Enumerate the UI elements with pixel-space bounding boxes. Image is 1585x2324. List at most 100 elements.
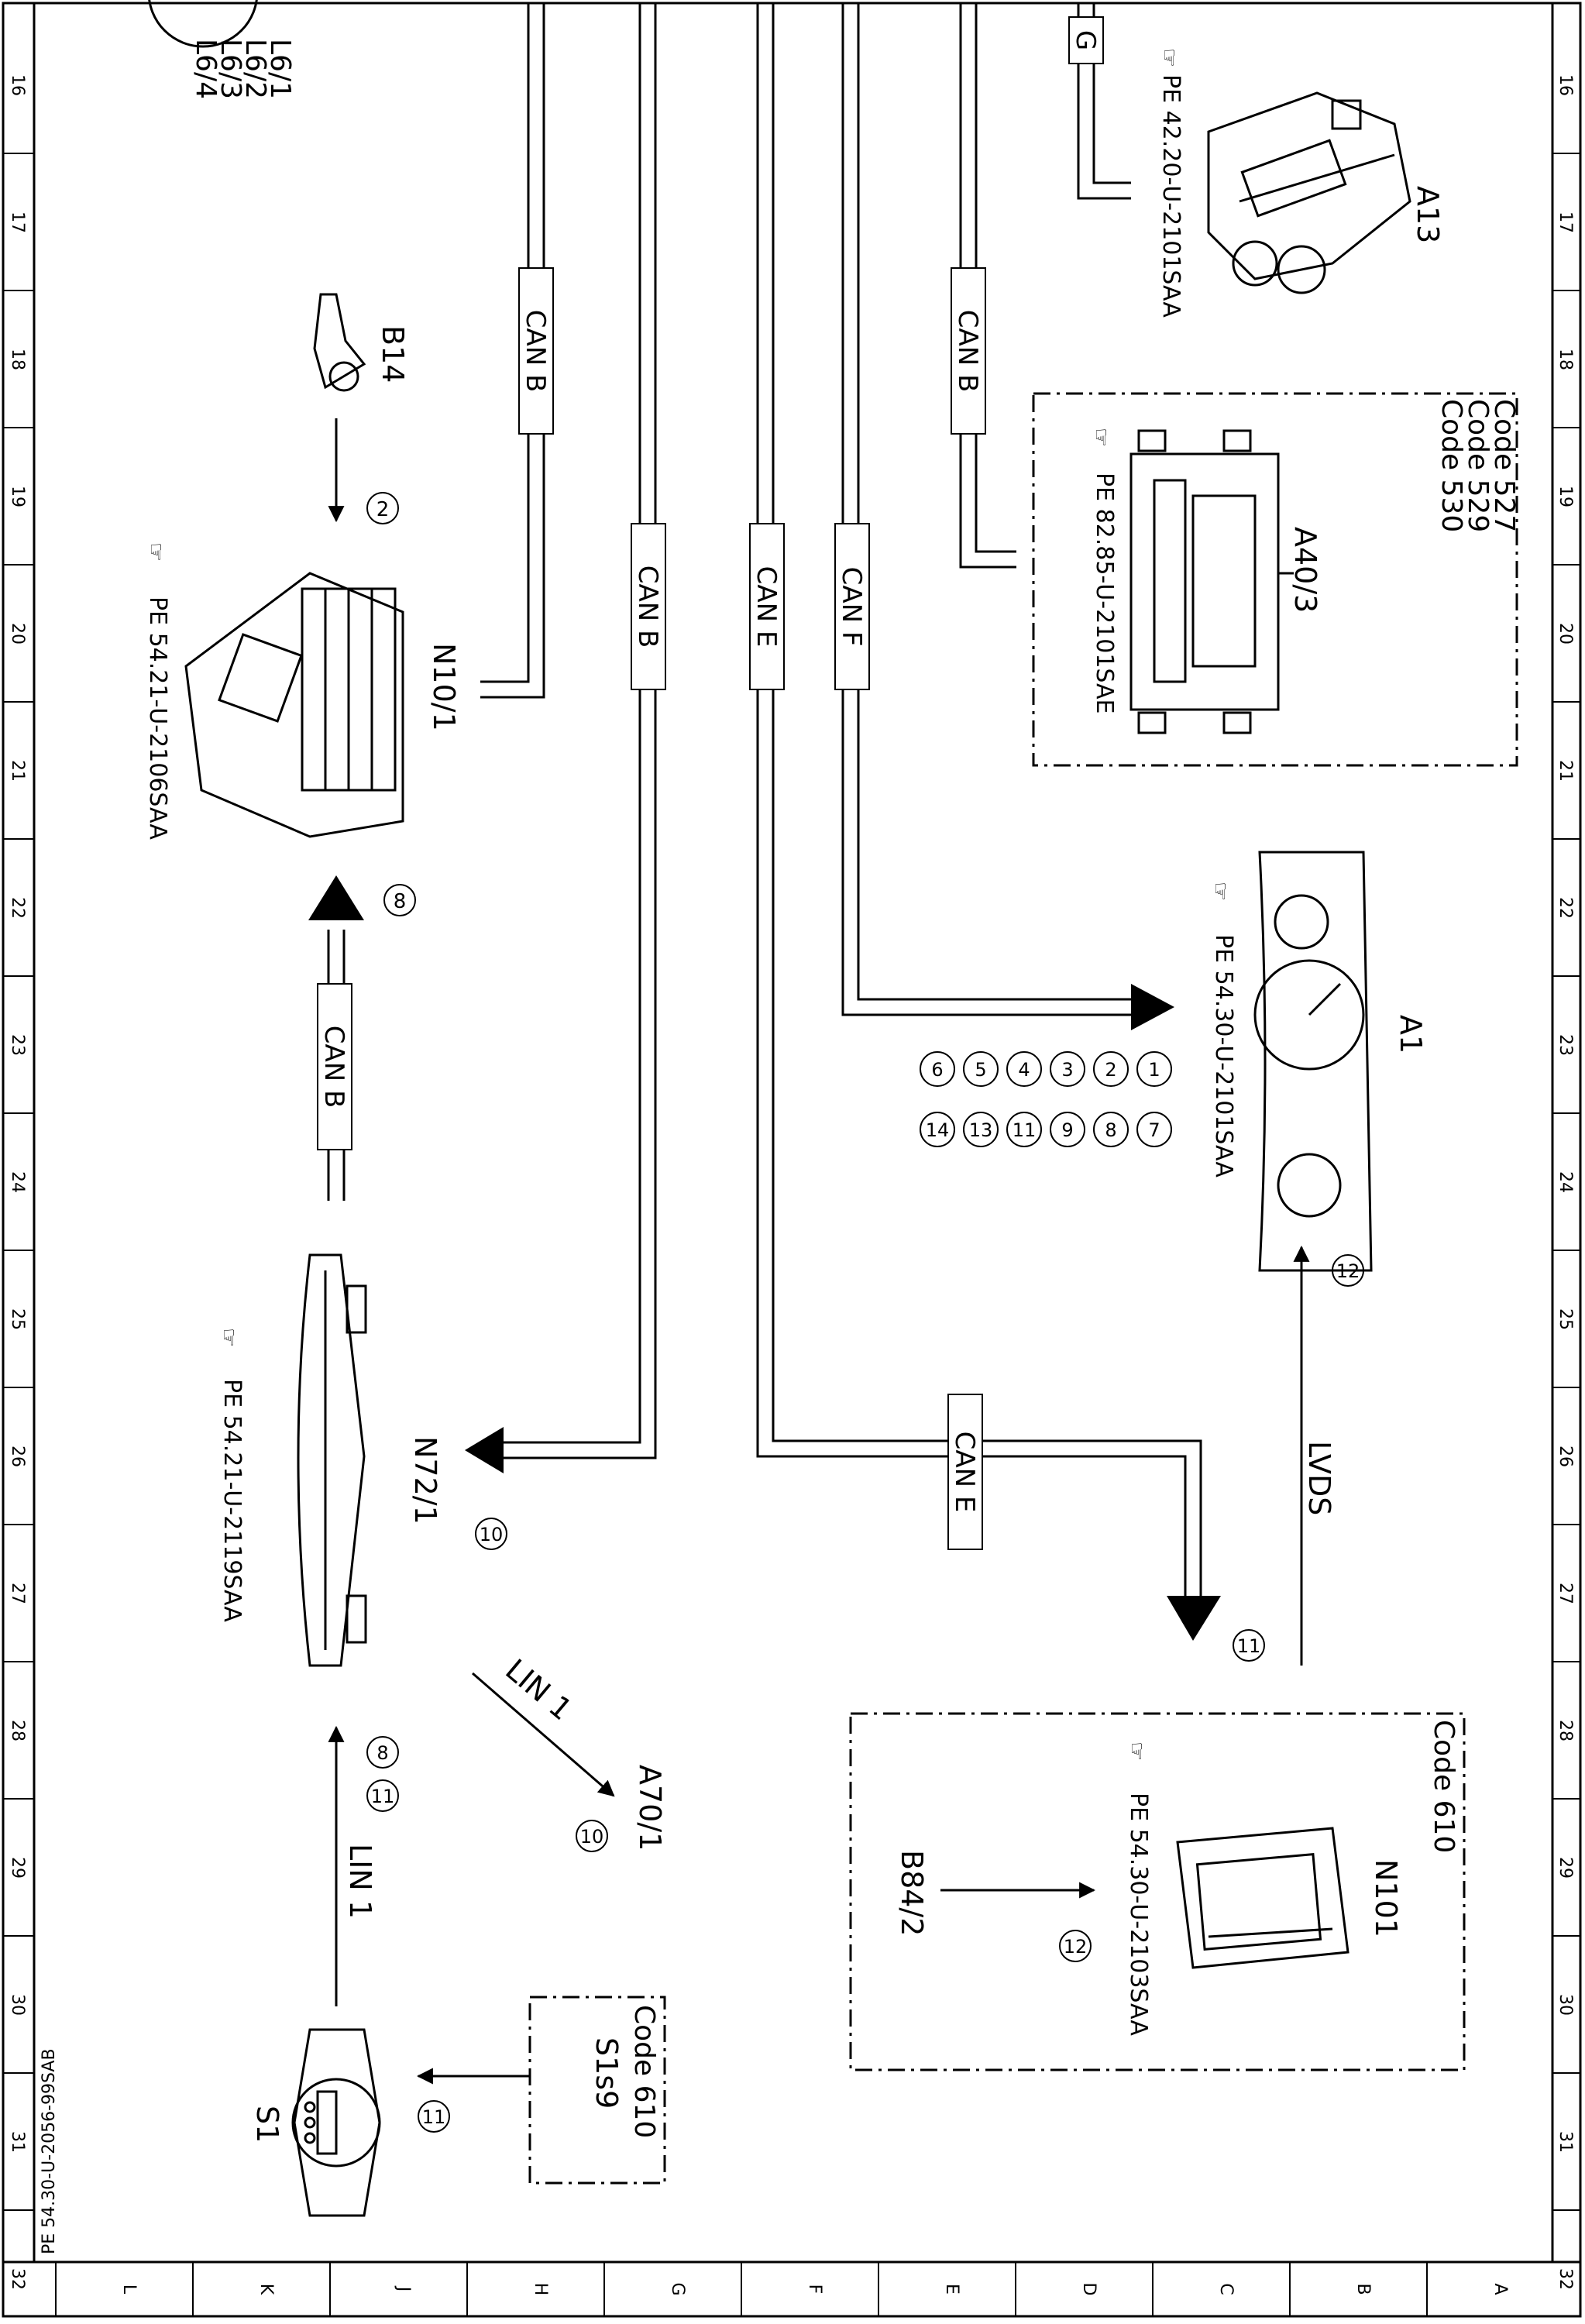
- row-number: 30: [1556, 1994, 1575, 2016]
- marker-lin-8-num: 8: [376, 1742, 388, 1764]
- s1s9-code-label: Code 610: [628, 2005, 660, 2138]
- n10-1-ref-text: PE 54.21-U-2106SAA: [144, 596, 171, 840]
- a1-marker: 7: [1136, 1112, 1172, 1147]
- a1-marker: 13: [963, 1112, 999, 1147]
- row-number: 29: [1556, 1857, 1575, 1879]
- n72-1-label: N72/1: [408, 1436, 442, 1525]
- a1-label: A1: [1394, 1015, 1428, 1054]
- bus-label-can-b-1: CAN B: [520, 310, 551, 393]
- bus-label-can-e-1: CAN E: [751, 566, 782, 648]
- b84-2-label: B84/2: [895, 1850, 929, 1936]
- column-letter: A: [1490, 2283, 1510, 2295]
- a40-3-component: [1129, 429, 1294, 734]
- a1-reference: ☞ PE 54.30-U-2101SAA: [1208, 882, 1237, 1177]
- n101-label: N101: [1369, 1859, 1403, 1937]
- marker-n101-12-num: 12: [1064, 1936, 1088, 1958]
- row-number: 31: [8, 2131, 27, 2153]
- a40-3-code-529: Code 529: [1462, 399, 1494, 532]
- n101-component: [1176, 1827, 1349, 1969]
- marker-n72-10: 10: [475, 1518, 507, 1550]
- row-number: 22: [8, 897, 27, 919]
- l6-label-1: L6/1: [264, 39, 296, 99]
- marker-n10-8-num: 8: [394, 890, 407, 913]
- marker-s1s9-11-num: 11: [422, 2106, 446, 2128]
- a1-marker: 5: [963, 1051, 999, 1087]
- b14-label: B14: [376, 325, 410, 383]
- a1-marker-num: 7: [1148, 1119, 1160, 1141]
- bus-arrowheads: [308, 875, 1221, 1641]
- row-number: 27: [1556, 1583, 1575, 1604]
- a40-3-codes: Code 527 Code 529 Code 530: [1435, 399, 1520, 532]
- bus-label-g: G: [1070, 30, 1101, 50]
- lin1-s1-label: LIN 1: [343, 1844, 377, 1919]
- a1-marker-num: 3: [1061, 1059, 1073, 1081]
- n72-1-ref-text: PE 54.21-U-2119SAA: [218, 1379, 246, 1622]
- marker-lin-8: 8: [366, 1736, 399, 1769]
- l6-sensor-group: L6/1 L6/2 L6/3 L6/4: [148, 0, 296, 99]
- s1-component: [291, 2028, 381, 2217]
- marker-can-e-11: 11: [1233, 1629, 1265, 1662]
- row-number: 19: [1556, 486, 1575, 507]
- row-number: 21: [1556, 760, 1575, 782]
- column-letter: B: [1353, 2283, 1373, 2295]
- row-number: 28: [1556, 1720, 1575, 1741]
- l6-label-4: L6/4: [190, 39, 222, 99]
- bus-conductors: [327, 3, 1202, 1596]
- a1-marker: 6: [920, 1051, 955, 1087]
- marker-n101-12: 12: [1059, 1930, 1092, 1962]
- b14-component: [313, 293, 366, 392]
- n72-1-ref-icon: ☞: [216, 1328, 242, 1347]
- marker-n72-10-num: 10: [480, 1524, 504, 1545]
- row-ticks: [3, 153, 1580, 2211]
- n72-1-component: [297, 1253, 367, 1667]
- bus-label-can-b-4: CAN B: [318, 1026, 349, 1109]
- a1-marker-num: 9: [1061, 1119, 1073, 1141]
- n101-ref-icon: ☞: [1124, 1741, 1150, 1761]
- can-b-wire-n10: [480, 3, 530, 683]
- marker-a70-10: 10: [576, 1820, 608, 1852]
- row-number: 27: [8, 1583, 27, 1604]
- can-f-wire: [841, 3, 1131, 1016]
- a1-marker: 3: [1050, 1051, 1085, 1087]
- a40-3-ref-icon: ☞: [1088, 428, 1114, 447]
- a13-label: A13: [1411, 186, 1445, 243]
- lin1-a70-line: [472, 1672, 615, 1797]
- a13-reference: ☞ PE 42.20-U-2101SAA: [1157, 48, 1184, 318]
- marker-n10-8: 8: [383, 884, 416, 916]
- arrow-a1: [1131, 984, 1174, 1030]
- lin1-a70-label: LIN 1: [499, 1652, 579, 1727]
- arrow-n10: [308, 875, 364, 920]
- l6-label-2: L6/2: [239, 39, 271, 99]
- row-number: 30: [8, 1994, 27, 2016]
- row-number: 29: [8, 1857, 27, 1879]
- a1-marker-num: 2: [1105, 1059, 1116, 1081]
- row-number: 23: [1556, 1034, 1575, 1056]
- a13-ref-text: PE 42.20-U-2101SAA: [1157, 74, 1184, 318]
- a1-marker-num: 13: [969, 1119, 993, 1141]
- column-letter: H: [531, 2283, 550, 2296]
- row-number: 20: [1556, 623, 1575, 645]
- marker-lin-11-num: 11: [371, 1786, 395, 1807]
- row-number: 17: [1556, 211, 1575, 233]
- row-number: 23: [8, 1034, 27, 1056]
- row-number: 22: [1556, 897, 1575, 919]
- a1-marker: 8: [1093, 1112, 1129, 1147]
- n10-1-component: [184, 572, 404, 838]
- a40-3-code-530: Code 530: [1435, 399, 1467, 532]
- column-letter: J: [394, 2285, 413, 2292]
- n10-1-label: N10/1: [427, 643, 461, 731]
- n101-code-label: Code 610: [1428, 1720, 1460, 1853]
- marker-a70-10-num: 10: [580, 1826, 604, 1848]
- signal-labels: LVDS LIN 1 LIN 1: [343, 1441, 1336, 1919]
- row-number: 18: [8, 349, 27, 370]
- column-letter: K: [256, 2284, 276, 2295]
- bus-label-can-e-2: CAN E: [949, 1432, 980, 1513]
- a1-marker-num: 4: [1018, 1059, 1030, 1081]
- a40-3-code-527: Code 527: [1488, 399, 1520, 532]
- row-number: 32: [8, 2268, 27, 2290]
- n101-reference: ☞ PE 54.30-U-2103SAA: [1124, 1741, 1152, 2036]
- column-letter: E: [942, 2284, 961, 2295]
